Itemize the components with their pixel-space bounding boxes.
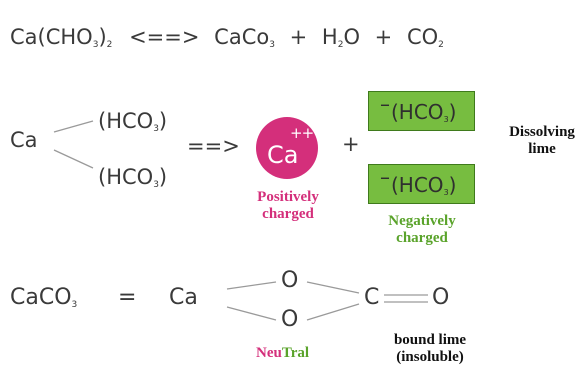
bicarbonate-ion-label: (HCO3)	[391, 173, 457, 197]
bond-line-ca-o-top	[226, 281, 277, 290]
bicarbonate-ion-box-bottom: – (HCO3)	[368, 164, 475, 204]
calcium-carbonate-formula: CaCO3	[10, 285, 78, 310]
bond-line-ca-o-bottom	[226, 306, 277, 321]
calcium-label: Ca	[10, 128, 38, 152]
dissolving-lime-label: Dissolving lime	[509, 124, 575, 157]
oxygen-bottom-label: O	[281, 307, 299, 332]
plus-sign: +	[342, 132, 360, 156]
neutral-label: NeuTral	[256, 345, 310, 361]
negatively-charged-label: Negatively charged	[388, 213, 456, 246]
plus-sign: +	[289, 25, 308, 49]
calcium-label: Ca	[169, 285, 198, 310]
product-carbon-dioxide: CO2	[406, 25, 444, 50]
reactant-calcium-bicarbonate: Ca(CHO3)2	[10, 25, 113, 50]
product-calcium-carbonate: CaCo3	[214, 25, 275, 50]
calcium-ion-charge: ++	[290, 124, 314, 142]
bicarbonate-ion-label: (HCO3)	[391, 100, 457, 124]
calcium-ion-symbol: Ca	[267, 141, 299, 169]
bicarbonate-group-top: (HCO3)	[98, 109, 168, 134]
bond-line-o-bottom-c	[306, 303, 360, 321]
plus-sign: +	[374, 25, 393, 49]
bond-line-bottom	[53, 149, 94, 169]
bicarbonate-ion-box-top: – (HCO3)	[368, 91, 475, 131]
product-water: H2O	[321, 25, 360, 50]
bicarbonate-group-bottom: (HCO3)	[98, 165, 168, 190]
oxygen-top-label: O	[281, 268, 299, 293]
reaction-arrow: ==>	[187, 134, 240, 158]
negative-charge: –	[380, 165, 390, 189]
equals-sign: =	[118, 285, 137, 310]
bond-line-top	[53, 120, 94, 133]
calcium-ion-circle: Ca ++	[256, 117, 318, 179]
carbon-label: C	[364, 285, 380, 310]
equation-1: Ca(CHO3)2 <==> CaCo3 + H2O + CO2	[10, 25, 444, 50]
bound-lime-label: bound lime (insoluble)	[393, 332, 467, 365]
negative-charge: –	[380, 92, 390, 116]
equilibrium-arrow: <==>	[129, 25, 200, 49]
positively-charged-label: Positively charged	[257, 189, 319, 222]
oxygen-right-label: O	[432, 285, 450, 310]
bond-line-o-top-c	[306, 281, 360, 294]
